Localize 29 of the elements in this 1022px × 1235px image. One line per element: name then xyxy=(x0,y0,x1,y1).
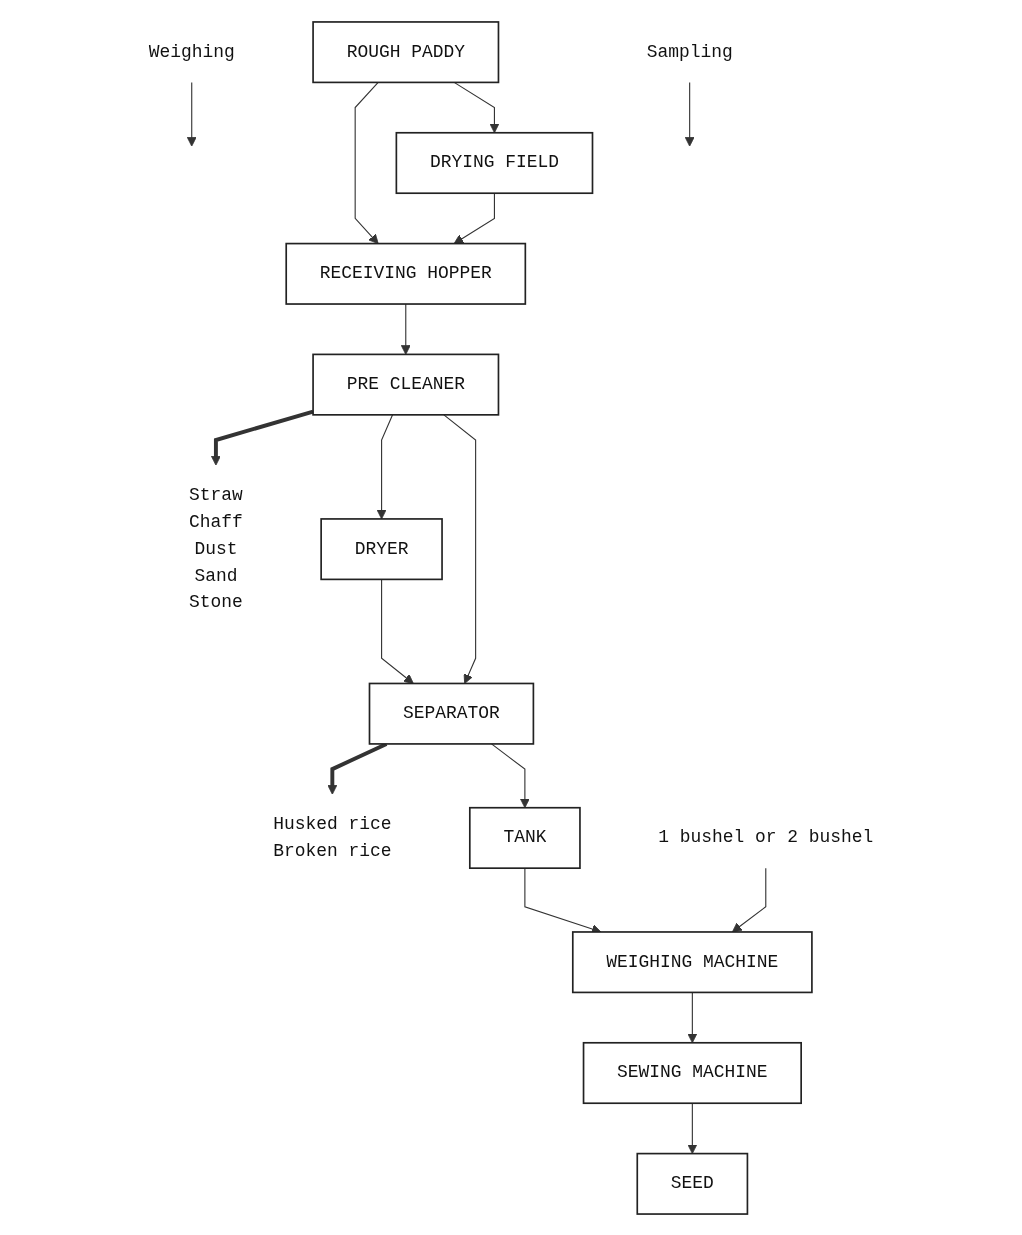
node-box: SEWING MACHINE xyxy=(582,1041,802,1104)
arrow xyxy=(376,413,394,519)
node-text: Husked rice Broken rice xyxy=(273,813,392,861)
arrow xyxy=(687,991,698,1043)
node-text: Straw Chaff Dust Sand Stone xyxy=(189,484,243,613)
arrow xyxy=(687,1102,698,1154)
arrow xyxy=(453,192,495,244)
arrow xyxy=(453,81,500,133)
node-box: WEIGHING MACHINE xyxy=(571,930,813,993)
node-box: DRYING FIELD xyxy=(395,131,594,194)
node-box: DRYER xyxy=(320,517,443,580)
node-text: Weighing xyxy=(148,41,235,62)
arrow xyxy=(211,409,314,466)
node-text: 1 bushel or 2 bushel xyxy=(658,827,874,848)
arrow xyxy=(731,867,767,932)
arrow xyxy=(354,81,379,244)
arrow xyxy=(400,302,411,355)
arrow xyxy=(443,413,477,684)
node-box: TANK xyxy=(468,806,581,869)
arrow xyxy=(490,742,530,808)
node-box: PRE CLEANER xyxy=(312,353,500,416)
arrow xyxy=(684,81,695,147)
node-box: SEPARATOR xyxy=(368,682,535,745)
node-box: RECEIVING HOPPER xyxy=(285,242,527,305)
node-text: Sampling xyxy=(646,41,733,62)
arrow xyxy=(186,81,197,147)
arrow xyxy=(381,578,414,684)
node-box: ROUGH PADDY xyxy=(312,20,500,83)
node-box: SEED xyxy=(636,1152,749,1215)
